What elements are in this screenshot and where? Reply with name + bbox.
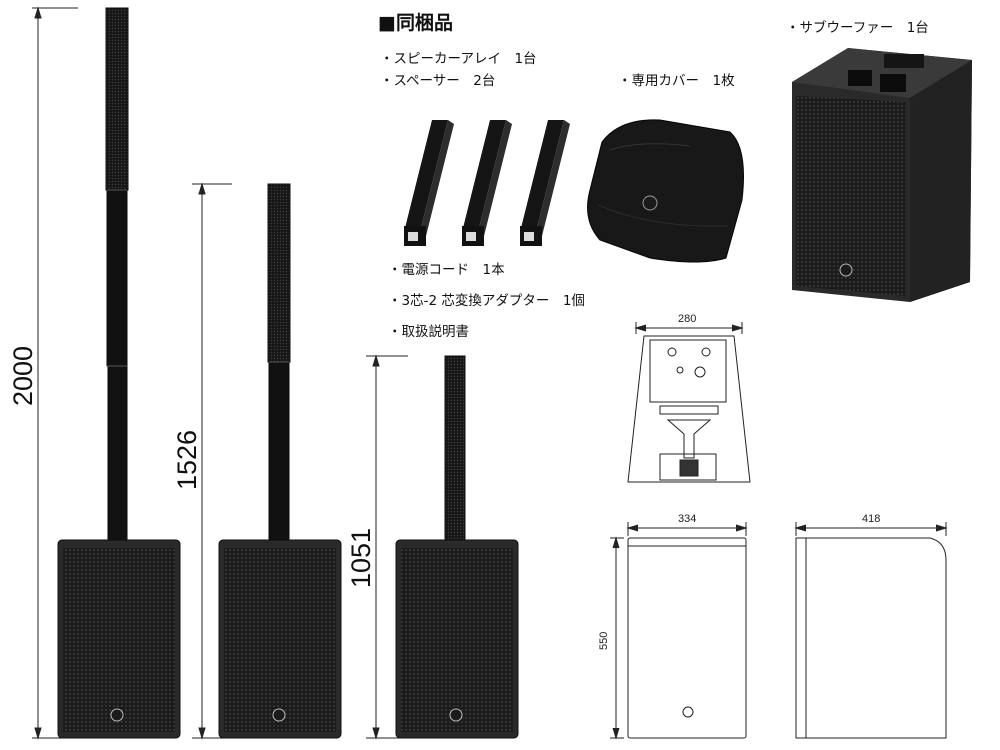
contents-manual: ・取扱説明書 [388,324,469,340]
contents-cover: ・専用カバー 1枚 [618,73,735,89]
speaker-cover [587,119,744,263]
side-depth-label: 418 [862,513,881,525]
front-height-label: 550 [598,631,610,650]
height-1526-label: 1526 [172,429,202,490]
top-view-drawing [627,322,751,483]
yamaha-logo-icon [642,195,658,211]
spacer-1 [404,120,454,246]
front-width-label: 334 [678,513,697,525]
contents-speaker-array: ・スピーカーアレイ 1台 [380,51,537,67]
height-1051-label: 1051 [346,527,376,588]
contents-adapter: ・3芯-2 芯変換アダプター 1個 [388,293,585,309]
spacer-2 [462,120,512,246]
speaker-config-1051 [395,355,519,739]
side-view-drawing [794,522,948,739]
yamaha-logo-icon [110,708,124,722]
speaker-config-2000 [57,7,181,739]
dimension-line-2000 [32,6,78,740]
spacer-3 [520,120,570,246]
height-2000-label: 2000 [8,345,38,406]
yamaha-logo-icon [839,263,853,277]
dimension-line-1051 [366,354,408,740]
subwoofer-photo [792,48,972,302]
front-view-drawing [610,522,748,740]
contents-spacer: ・スペーサー 2台 [380,73,496,89]
speaker-config-1526 [218,183,342,739]
top-width-label: 280 [678,313,697,325]
contents-power-cord: ・電源コード 1本 [388,262,505,278]
contents-heading: ■同梱品 [378,12,453,34]
yamaha-logo-icon [272,708,286,722]
yamaha-logo-icon [449,708,463,722]
contents-subwoofer: ・サブウーファー 1台 [786,20,929,36]
